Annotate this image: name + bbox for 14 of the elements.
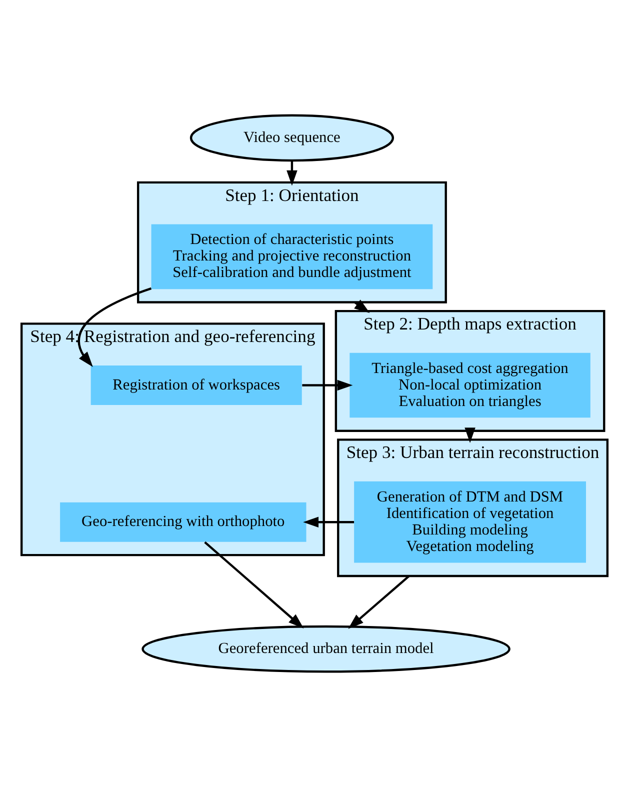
node-box: Detection of characteristic points Tracking and projective reconstruction Self-calibration and bundle adjustment (151, 224, 433, 290)
node-box: Registration of workspaces (90, 365, 302, 406)
node-ellipse: Video sequence (190, 114, 394, 162)
arrow (464, 428, 476, 443)
arrow (303, 516, 354, 528)
node-box: Triangle-based cost aggregation Non-local optimization Evaluation on triangles (350, 352, 590, 418)
node-box: Generation of DTM and DSM Identification of vegetation Building modeling Vegetation modeling (354, 481, 586, 563)
arrow (286, 160, 298, 186)
arrow (302, 380, 353, 391)
arrow (204, 541, 304, 628)
node-ellipse: Georeferenced urban terrain model (142, 625, 510, 673)
node-box: Geo-referencing with orthophoto (60, 502, 306, 542)
arrow (78, 287, 152, 367)
arrow (348, 575, 410, 629)
